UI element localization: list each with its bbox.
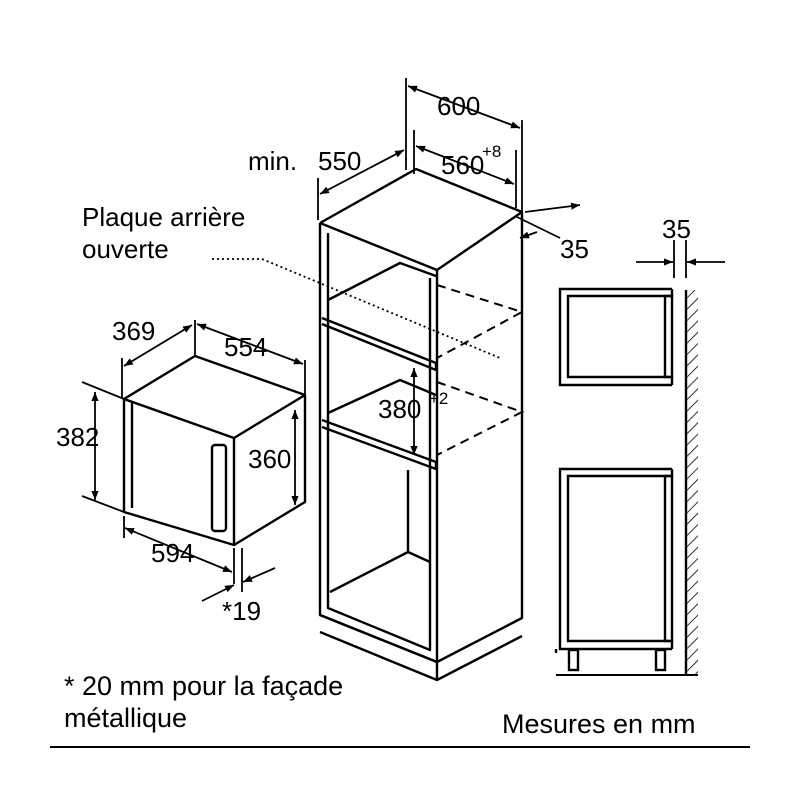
dim-594-line <box>124 527 233 573</box>
footnote-line2: métallique <box>64 703 187 733</box>
dim-369-line <box>123 324 193 367</box>
dim-360-label: 360 <box>248 444 291 474</box>
cabinet-shelf-upper <box>321 316 438 372</box>
back-label-line2: ouverte <box>82 234 169 264</box>
side-gap-label: 35 <box>662 214 691 244</box>
dim-35-rear-label: 35 <box>560 234 589 264</box>
cabinet-shelf-lower <box>321 418 438 471</box>
units-label: Mesures en mm <box>502 709 696 739</box>
dim-550-line <box>319 149 405 195</box>
dim-560-line <box>415 145 515 185</box>
cabinet-drawing <box>318 167 524 682</box>
side-upper-box <box>558 287 672 387</box>
dim-600-label: 600 <box>437 91 480 121</box>
dim-560-label: 560 <box>441 150 484 180</box>
side-lower-box <box>558 467 672 651</box>
cabinet-front-outline <box>318 221 439 664</box>
dim-600-line <box>407 85 521 129</box>
footnote-line1: * 20 mm pour la façade <box>64 671 343 701</box>
dim-380-label: 380 <box>378 394 421 424</box>
dim-369-label: 369 <box>112 316 155 346</box>
dim-554-label: 554 <box>224 332 267 362</box>
back-label-leader <box>212 258 501 359</box>
dim-554-line <box>196 323 304 365</box>
dim-550-prefix: min. <box>248 146 297 176</box>
cabinet-plinth <box>319 613 439 682</box>
side-view-drawing <box>554 287 698 676</box>
dim-550-label: 550 <box>318 146 361 176</box>
appliance-handle <box>210 443 228 533</box>
wall <box>686 290 698 675</box>
open-back-dashes <box>436 284 525 456</box>
dim-19-label: *19 <box>222 596 261 626</box>
dim-382-label: 382 <box>56 422 99 452</box>
dim-380-tolerance: +2 <box>429 389 448 408</box>
back-label-line1: Plaque arrière <box>82 202 245 232</box>
dim-594-label: 594 <box>151 538 194 568</box>
dim-560-tolerance: +8 <box>482 142 501 161</box>
